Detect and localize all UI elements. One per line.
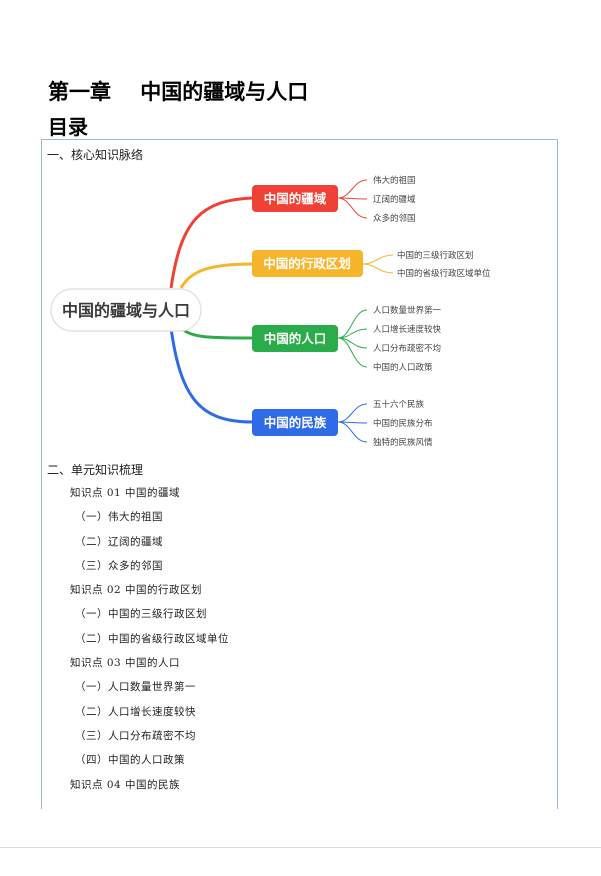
toc-title: 目录 [48,115,88,139]
outline-item: （一）中国的三级行政区划 [75,608,207,621]
chapter-title: 第一章 中国的疆域与人口 [48,80,309,104]
outline-item: 知识点 04 中国的民族 [70,778,181,791]
leaf-population-1: 人口数量世界第一 [373,305,442,316]
outline-item: （三）众多的邻国 [75,559,163,572]
outline-item: 知识点 02 中国的行政区划 [70,584,203,597]
outline-item: （一）人口数量世界第一 [75,681,196,694]
mindmap-root-label: 中国的疆域与人口 [62,301,190,320]
leaf-ethnic-1: 五十六个民族 [373,399,425,410]
outline-item: 知识点 03 中国的人口 [70,657,181,670]
outline-item: （三）人口分布疏密不均 [75,729,196,742]
section-heading-core: 一、核心知识脉络 [47,148,144,162]
leaf-admin-2: 中国的省级行政区域单位 [397,268,491,279]
knowledge-outline: 知识点 01 中国的疆域 （一）伟大的祖国 （二）辽阔的疆域 （三）众多的邻国 … [70,486,530,802]
connector-branch-2 [179,262,254,289]
mindmap-branch-ethnic: 中国的民族 五十六个民族 中国的民族分布 独特的民族风情 [252,399,433,448]
branch-label-population: 中国的人口 [264,331,327,346]
mindmap-branch-population: 中国的人口 人口数量世界第一 人口增长速度较快 人口分布疏密不均 中国的人口政策 [252,305,442,373]
leaf-territory-3: 众多的邻国 [373,213,416,224]
leaf-population-2: 人口增长速度较快 [373,324,442,335]
outline-item: （二）人口增长速度较快 [75,705,196,718]
mindmap-branch-territory: 中国的疆域 伟大的祖国 辽阔的疆域 众多的邻国 [252,175,416,224]
branch-label-territory: 中国的疆域 [264,191,327,206]
connector-branch-4 [169,327,254,424]
mindmap-branch-admin-division: 中国的行政区划 中国的三级行政区划 中国的省级行政区域单位 [252,250,491,279]
leaf-ethnic-2: 中国的民族分布 [373,418,433,429]
outline-item: （二）中国的省级行政区域单位 [75,632,229,645]
leaf-population-4: 中国的人口政策 [373,362,433,373]
leaf-ethnic-3: 独特的民族风情 [373,437,433,448]
leaf-territory-1: 伟大的祖国 [373,175,416,186]
outline-item: （一）伟大的祖国 [75,511,163,524]
leaf-population-3: 人口分布疏密不均 [373,343,441,354]
mindmap-root: 中国的疆域与人口 [50,288,202,332]
connector-branch-3 [179,326,254,340]
content-frame [41,139,558,809]
branch-label-ethnic: 中国的民族 [264,415,327,430]
mind-map: 中国的疆域与人口 中国的疆域 伟大的祖国 辽阔的疆域 众多的邻国 中国的行政区划… [50,175,491,448]
section-heading-unit: 二、单元知识梳理 [47,463,144,477]
leaf-territory-2: 辽阔的疆域 [373,194,416,205]
outline-item: （四）中国的人口政策 [75,754,185,767]
page-bottom-rule [0,847,601,848]
outline-item: 知识点 01 中国的疆域 [70,487,181,499]
leaf-admin-1: 中国的三级行政区划 [397,250,474,261]
outline-item: （二）辽阔的疆域 [75,535,163,548]
connector-branch-1 [169,196,254,289]
branch-label-admin-division: 中国的行政区划 [263,256,351,271]
